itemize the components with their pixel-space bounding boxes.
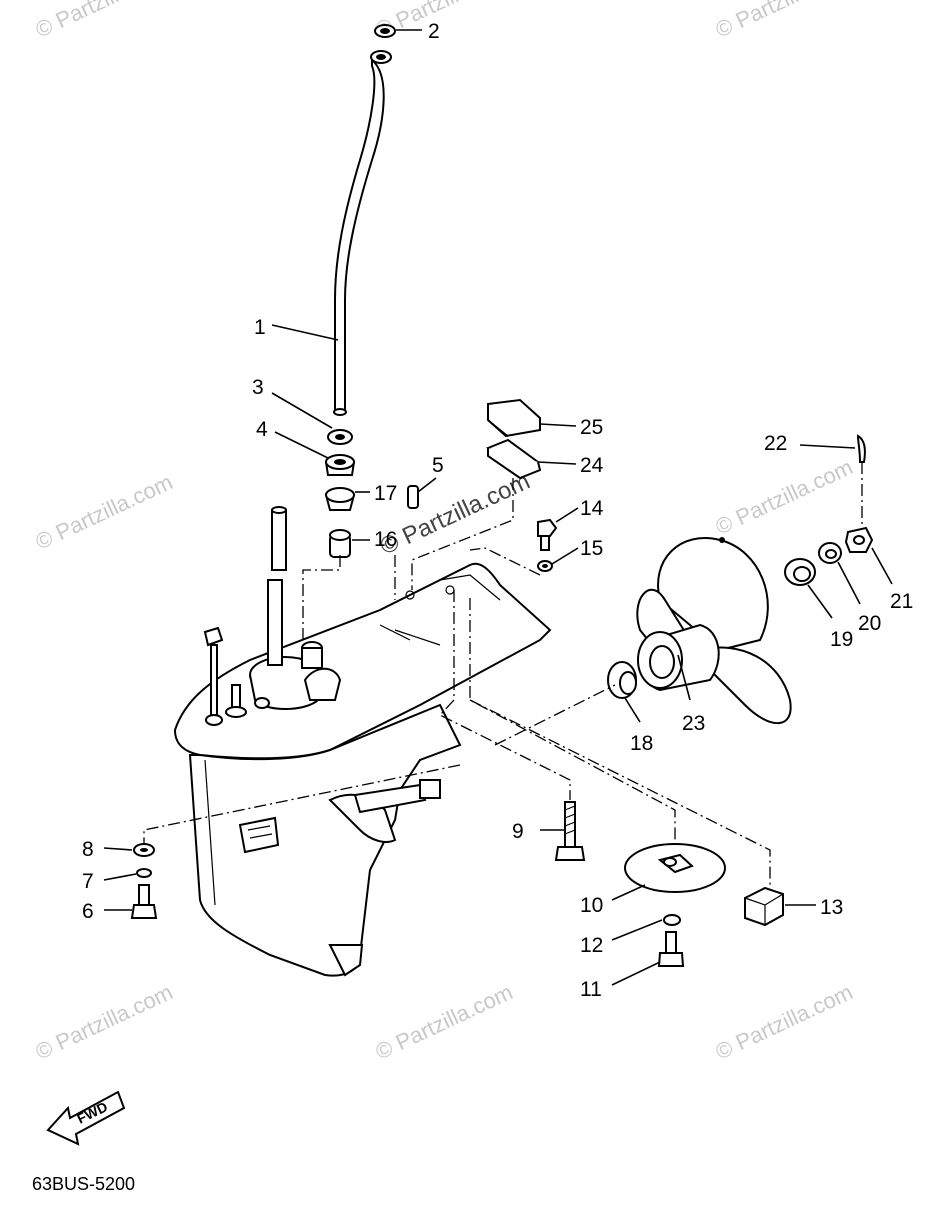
fwd-arrow-icon: FWD <box>46 1090 126 1146</box>
watermark-5: © Partzilla.com <box>712 454 857 539</box>
callout-5: 5 <box>432 454 444 477</box>
callout-1: 1 <box>254 316 266 339</box>
part-17-collar <box>324 487 356 511</box>
callouts: 2 1 3 4 5 17 16 25 24 14 15 22 21 20 19 … <box>82 20 913 1001</box>
callout-8: 8 <box>82 838 94 861</box>
part-9-bolt <box>554 801 586 861</box>
part-3-washer <box>327 429 353 445</box>
callout-13: 13 <box>820 896 843 919</box>
callout-15: 15 <box>580 537 603 560</box>
part-1-water-tube <box>333 50 392 416</box>
callout-2: 2 <box>428 20 440 43</box>
callout-3: 3 <box>252 376 264 399</box>
watermark-7: © Partzilla.com <box>372 979 517 1064</box>
callout-6: 6 <box>82 900 94 923</box>
part-20-washer <box>818 542 842 564</box>
part-4-grommet <box>324 454 356 476</box>
watermarks: © Partzilla.com © Partzilla.com © Partzi… <box>32 0 857 1065</box>
callout-12: 12 <box>580 934 603 957</box>
leader-lines <box>103 29 893 986</box>
part-19-spacer <box>784 558 816 586</box>
callout-16: 16 <box>374 528 397 551</box>
assembly-lines <box>143 462 863 888</box>
callout-20: 20 <box>858 612 881 635</box>
part-2-grommet <box>374 24 396 38</box>
part-22-cotter-pin <box>856 434 866 463</box>
part-23-propeller <box>636 537 792 725</box>
part-12-washer <box>663 914 681 926</box>
watermark-center: © Partzilla.com <box>376 468 534 561</box>
callout-7: 7 <box>82 870 94 893</box>
part-18-spacer <box>607 661 637 699</box>
callout-14: 14 <box>580 497 604 520</box>
callout-18: 18 <box>630 732 653 755</box>
lower-unit-housing <box>173 506 552 977</box>
part-25-pad <box>487 398 541 438</box>
callout-9: 9 <box>512 820 524 843</box>
part-6-bolt <box>130 884 158 919</box>
watermark-3: © Partzilla.com <box>712 0 857 43</box>
part-21-nut <box>844 526 874 553</box>
part-14-bolt <box>537 518 558 551</box>
callout-11: 11 <box>580 978 602 1001</box>
callout-19: 19 <box>830 628 853 651</box>
part-11-bolt <box>657 931 685 967</box>
watermark-4: © Partzilla.com <box>32 469 177 554</box>
callout-17: 17 <box>374 482 397 505</box>
part-16-bushing <box>329 529 351 558</box>
callout-21: 21 <box>890 590 913 613</box>
part-8-washer <box>133 843 155 857</box>
part-15-washer <box>537 560 553 572</box>
callout-22: 22 <box>764 432 787 455</box>
part-24-pad <box>485 438 542 480</box>
part-5-dowel-pin <box>407 485 419 509</box>
diagram-code: 63BUS-5200 <box>32 1174 135 1194</box>
callout-23: 23 <box>682 712 705 735</box>
callout-4: 4 <box>256 418 268 441</box>
part-10-trim-tab <box>624 843 726 893</box>
watermark-8: © Partzilla.com <box>712 979 857 1064</box>
callout-25: 25 <box>580 416 603 439</box>
part-13-anode <box>744 886 784 927</box>
part-7-washer <box>136 868 152 878</box>
callout-10: 10 <box>580 894 603 917</box>
callout-24: 24 <box>580 454 604 477</box>
watermark-2: © Partzilla.com <box>372 0 517 43</box>
watermark-6: © Partzilla.com <box>32 979 177 1064</box>
watermark-1: © Partzilla.com <box>32 0 177 43</box>
